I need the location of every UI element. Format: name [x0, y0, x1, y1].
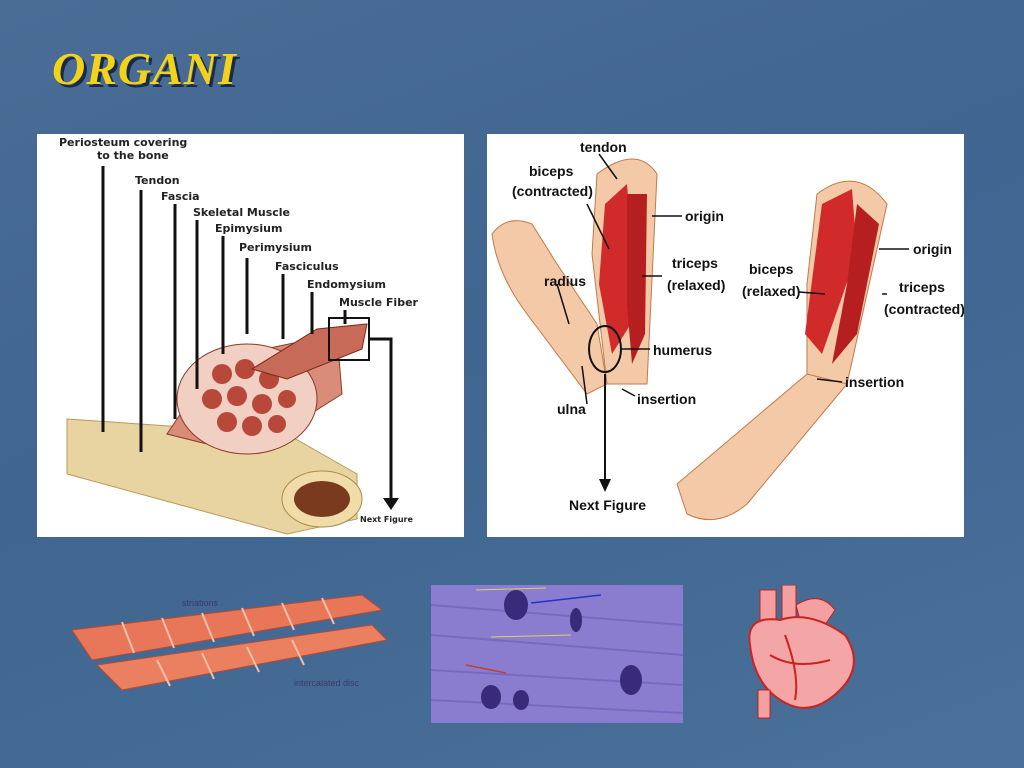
slide-title: ORGANI	[52, 43, 237, 94]
right-triceps-state: (contracted)	[884, 301, 964, 317]
right-biceps-label: biceps	[749, 261, 794, 277]
right-biceps-state: (relaxed)	[742, 283, 800, 299]
right-forearm	[676, 373, 848, 521]
label-muscle-fiber: Muscle Fiber	[339, 296, 419, 309]
label-perimysium: Perimysium	[239, 241, 312, 254]
label-striations: striations	[182, 598, 219, 608]
fascicles	[202, 359, 296, 436]
cell-bottom	[95, 624, 389, 691]
cardiac-micrograph	[431, 585, 683, 723]
cardiac-cells-figure: striations intercalated disc	[62, 590, 397, 702]
left-biceps-label: biceps	[529, 163, 574, 179]
left-triceps-state: (relaxed)	[667, 277, 725, 293]
left-forearm	[491, 220, 608, 395]
left-tendon: tendon	[580, 139, 627, 155]
left-origin: origin	[685, 208, 724, 224]
left-insertion: insertion	[637, 391, 696, 407]
label-periosteum: Periosteum covering	[59, 136, 187, 149]
label-intercalated-disc: intercalated disc	[294, 678, 360, 688]
next-arrow-head	[383, 498, 399, 510]
cell-striations	[121, 597, 335, 687]
arm-muscles-figure: tendon biceps (contracted) origin tricep…	[487, 134, 964, 537]
next-arrow-line	[369, 337, 393, 506]
left-triceps-label: triceps	[672, 255, 718, 271]
span-marker-1	[475, 587, 547, 591]
right-triceps-label: triceps	[899, 279, 945, 295]
left-humerus: humerus	[653, 342, 712, 358]
label-fascia: Fascia	[161, 190, 200, 203]
left-biceps-state: (contracted)	[512, 183, 593, 199]
label-fasciculus: Fasciculus	[275, 260, 339, 273]
label-epimysium: Epimysium	[215, 222, 282, 235]
arm-leaders	[556, 153, 909, 405]
label-endomysium: Endomysium	[307, 278, 386, 291]
span-marker-2	[490, 634, 572, 638]
nuclei	[481, 590, 642, 710]
right-origin: origin	[913, 241, 952, 257]
right-biceps	[805, 189, 857, 354]
heart-vessels-surface	[769, 634, 831, 701]
left-down-arrow-head	[599, 479, 611, 492]
label-next-figure: Next Figure	[360, 515, 413, 524]
label-tendon: Tendon	[135, 174, 180, 187]
right-triceps	[832, 204, 879, 364]
right-insertion: insertion	[845, 374, 904, 390]
heart-body	[748, 616, 855, 709]
label-leaders	[101, 166, 347, 452]
heart-figure	[740, 585, 866, 723]
cell-top	[71, 594, 384, 661]
bone-marrow	[294, 481, 350, 517]
left-joint-circle	[588, 325, 622, 373]
left-next-figure: Next Figure	[569, 497, 646, 513]
fasciculus-shape	[250, 323, 368, 380]
nucleus-arrow	[530, 594, 602, 604]
muscle-structure-figure: Periosteum covering to the bone Tendon F…	[37, 134, 464, 537]
left-radius: radius	[544, 273, 586, 289]
left-triceps	[627, 194, 647, 364]
disc-arrow	[465, 664, 507, 674]
heart-vena-cava	[757, 689, 771, 719]
left-ulna: ulna	[557, 401, 586, 417]
label-skeletal-muscle: Skeletal Muscle	[193, 206, 290, 219]
label-periosteum-2: to the bone	[97, 149, 169, 162]
